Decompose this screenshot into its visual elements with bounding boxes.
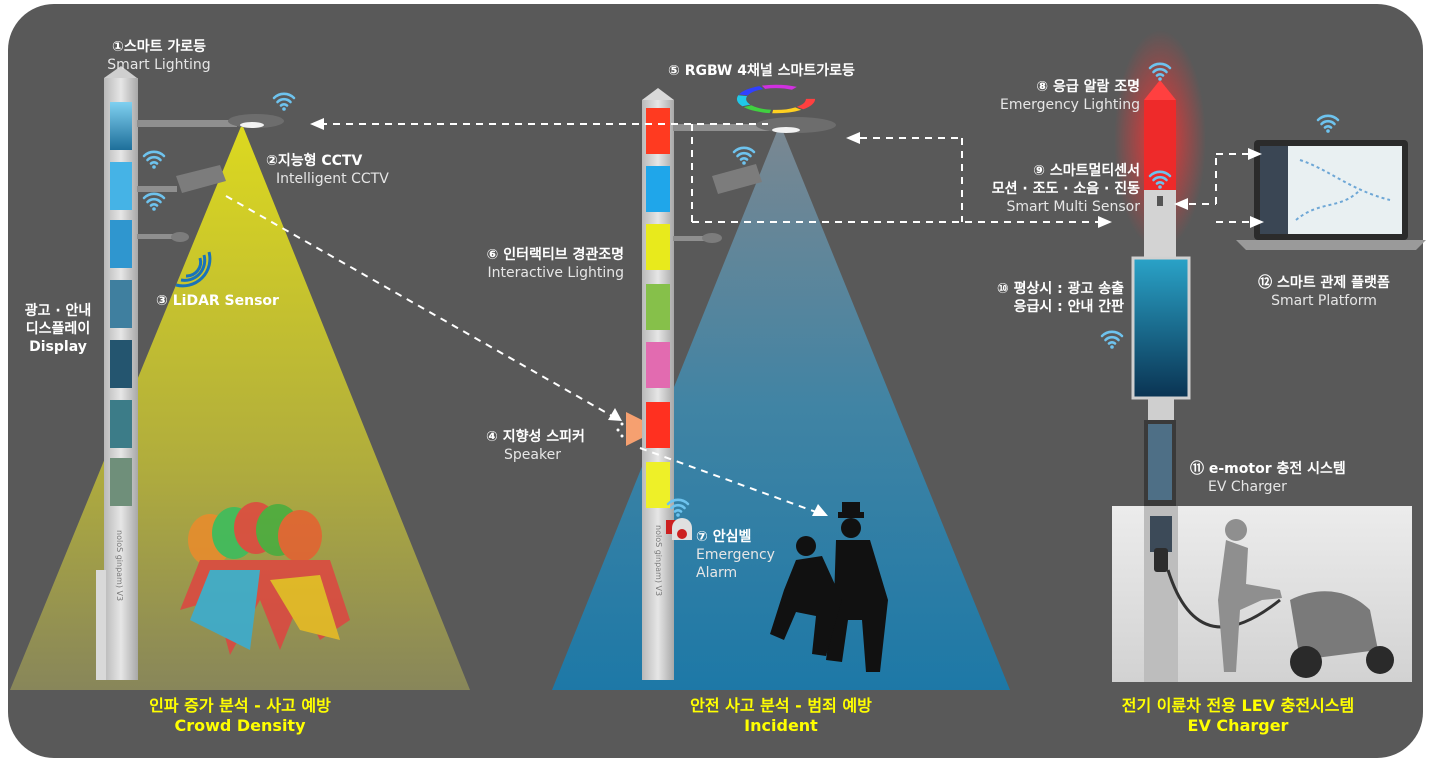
incident-figures	[770, 502, 888, 672]
caption-crowd-ko: 인파 증가 분석 - 사고 예방	[149, 696, 331, 715]
caption-incident-ko: 안전 사고 분석 - 범죄 예방	[690, 696, 872, 715]
label-ev-en: EV Charger	[1208, 479, 1287, 495]
label-interactive: ⑥ 인터랙티브 경관조명 Interactive Lighting	[430, 246, 624, 282]
laptop-icon	[1236, 140, 1426, 250]
label-rgbw: ⑤ RGBW 4채널 스마트가로등	[668, 62, 855, 80]
label-signage: ⑩ 평상시 : 광고 송출 응급시 : 안내 간판	[934, 280, 1124, 316]
pole-brand-text-left: noloS ginpam) V3	[115, 530, 124, 601]
crowd-figures	[180, 502, 350, 655]
label-rgbw-ko: ⑤ RGBW 4채널 스마트가로등	[668, 63, 855, 79]
caption-charger: 전기 이륜차 전용 LEV 충전시스템 EV Charger	[1086, 696, 1390, 736]
label-multisensor-ko1: ⑨ 스마트멀티센서	[1033, 163, 1140, 179]
label-alarm-ko: ⑦ 안심벨	[696, 529, 752, 545]
smart-pole-left: noloS ginpam) V3	[96, 66, 284, 680]
ev-charger-scene	[1112, 506, 1412, 682]
label-lidar: ③ LiDAR Sensor	[156, 292, 279, 310]
label-emergency-lighting-ko: ⑧ 응급 알람 조명	[1036, 79, 1140, 95]
caption-incident: 안전 사고 분석 - 범죄 예방 Incident	[636, 696, 926, 736]
label-speaker: ④ 지향성 스피커 Speaker	[486, 428, 585, 464]
label-ev-ko: ⑪ e-motor 충전 시스템	[1190, 461, 1346, 477]
label-platform-en: Smart Platform	[1271, 293, 1377, 309]
pole-brand-text-center: noloS ginpam) V3	[654, 525, 663, 596]
label-platform-ko: ⑫ 스마트 관제 플랫폼	[1258, 275, 1390, 291]
dashed-connectors	[225, 123, 1252, 513]
label-speaker-ko: ④ 지향성 스피커	[486, 429, 585, 445]
label-multisensor-ko2: 모션 · 조도 · 소음 · 진동	[991, 181, 1140, 197]
caption-charger-ko: 전기 이륜차 전용 LEV 충전시스템	[1121, 696, 1355, 715]
lidar-wave-icon	[175, 251, 212, 288]
label-smart-lighting: ①스마트 가로등 Smart Lighting	[74, 38, 244, 74]
color-wheel-icon	[736, 84, 816, 114]
label-cctv-ko: ②지능형 CCTV	[266, 153, 363, 169]
label-cctv-en: Intelligent CCTV	[276, 171, 389, 187]
label-display-line1: 광고 · 안내	[24, 303, 92, 319]
label-signage-ko2: 응급시 : 안내 간판	[1013, 299, 1124, 315]
label-alarm-en1: Emergency	[696, 547, 775, 563]
connector-arrowheads	[310, 118, 1264, 516]
label-emergency-lighting: ⑧ 응급 알람 조명 Emergency Lighting	[960, 78, 1140, 114]
caption-charger-en: EV Charger	[1187, 716, 1289, 735]
label-emergency-lighting-en: Emergency Lighting	[1000, 97, 1140, 113]
label-alarm-en2: Alarm	[696, 565, 738, 581]
label-speaker-en: Speaker	[504, 447, 561, 463]
smart-pole-center: noloS ginpam) V3	[626, 88, 836, 680]
label-smart-lighting-ko: ①스마트 가로등	[111, 39, 206, 55]
label-multisensor: ⑨ 스마트멀티센서 모션 · 조도 · 소음 · 진동 Smart Multi …	[940, 162, 1140, 216]
label-smart-lighting-en: Smart Lighting	[107, 57, 211, 73]
alarm-bell-icon	[672, 518, 692, 540]
label-display-line3: Display	[29, 339, 87, 355]
label-alarm: ⑦ 안심벨 Emergency Alarm	[696, 528, 775, 582]
label-interactive-ko: ⑥ 인터랙티브 경관조명	[486, 247, 624, 263]
caption-crowd: 인파 증가 분석 - 사고 예방 Crowd Density	[100, 696, 380, 736]
label-display-line2: 디스플레이	[25, 321, 91, 337]
label-signage-ko1: ⑩ 평상시 : 광고 송출	[996, 281, 1124, 297]
caption-crowd-en: Crowd Density	[174, 716, 306, 735]
label-display: 광고 · 안내 디스플레이 Display	[16, 302, 100, 356]
label-platform: ⑫ 스마트 관제 플랫폼 Smart Platform	[1234, 274, 1414, 310]
label-multisensor-en: Smart Multi Sensor	[1006, 199, 1140, 215]
label-cctv: ②지능형 CCTV Intelligent CCTV	[266, 152, 389, 188]
speaker-icon	[616, 422, 624, 438]
label-lidar-ko: ③ LiDAR Sensor	[156, 293, 279, 309]
label-ev: ⑪ e-motor 충전 시스템 EV Charger	[1190, 460, 1346, 496]
caption-incident-en: Incident	[744, 716, 818, 735]
label-interactive-en: Interactive Lighting	[487, 265, 624, 281]
